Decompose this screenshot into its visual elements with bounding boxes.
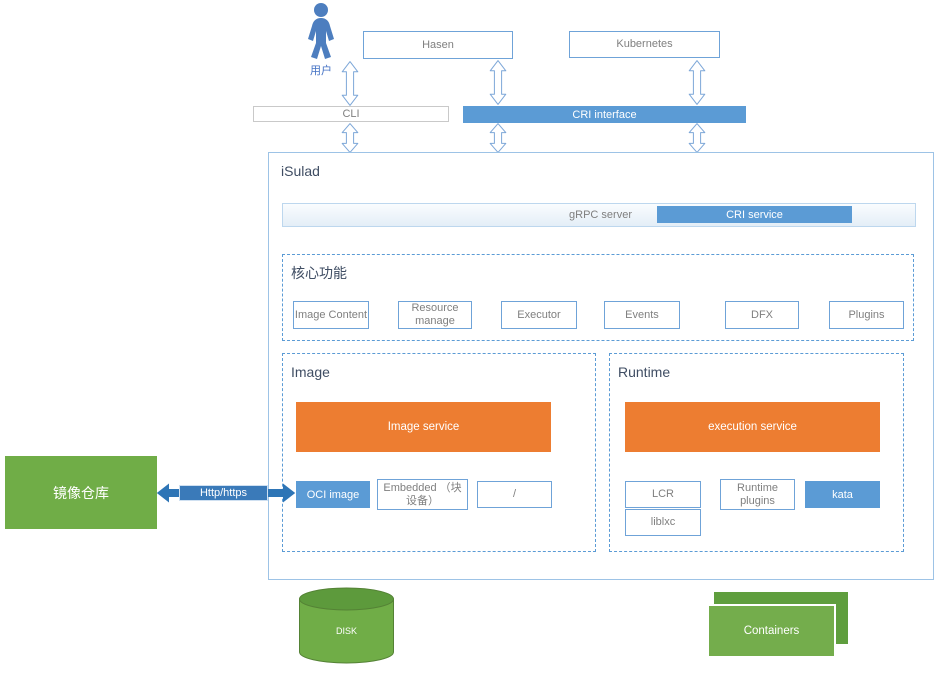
image-section: Image Image service OCI image Embedded （… <box>282 353 596 552</box>
image-service-box: Image service <box>296 402 551 452</box>
user-icon <box>308 3 334 59</box>
isulad-title: iSulad <box>281 163 320 179</box>
image-registry-box: 镜像仓库 <box>5 456 157 529</box>
core-item-events: Events <box>604 301 680 329</box>
bidirectional-arrow-icon <box>489 123 507 153</box>
bidirectional-arrow-icon <box>341 123 359 153</box>
bidirectional-arrow-icon <box>688 60 706 105</box>
bidirectional-arrow-icon <box>341 61 359 106</box>
embedded-box: Embedded （块设备） <box>377 479 468 510</box>
lcr-box: LCR <box>625 481 701 508</box>
bidirectional-arrow-icon <box>688 123 706 153</box>
core-item-plugins: Plugins <box>829 301 904 329</box>
cri-service-box: CRI service <box>657 206 852 223</box>
http-link-label: Http/https <box>179 485 268 501</box>
slash-box: / <box>477 481 552 508</box>
core-item-executor: Executor <box>501 301 577 329</box>
client-box-kubernetes: Kubernetes <box>569 31 720 58</box>
core-item-dfx: DFX <box>725 301 799 329</box>
runtime-plugins-box: Runtime plugins <box>720 479 795 510</box>
cri-interface-bar: CRI interface <box>463 106 746 123</box>
grpc-server-bar: gRPC server CRI service <box>282 203 916 227</box>
runtime-section: Runtime execution service LCR Runtime pl… <box>609 353 904 552</box>
core-item-image-content: Image Content <box>293 301 369 329</box>
bidirectional-arrow-icon <box>489 60 507 105</box>
grpc-server-label: gRPC server <box>569 209 632 221</box>
cli-bar: CLI <box>253 106 449 122</box>
core-functions-box: 核心功能 Image Content Resource manage Execu… <box>282 254 914 341</box>
kata-box: kata <box>805 481 880 508</box>
oci-image-box: OCI image <box>296 481 370 508</box>
disk-label: DISK <box>335 626 357 636</box>
liblxc-box: liblxc <box>625 509 701 536</box>
actor-label: 用户 <box>310 65 332 77</box>
image-section-title: Image <box>291 364 330 380</box>
containers-box: Containers <box>707 604 836 658</box>
execution-service-box: execution service <box>625 402 880 452</box>
disk-cylinder-icon <box>299 587 394 664</box>
isulad-container: iSulad gRPC server CRI service 核心功能 Imag… <box>268 152 934 580</box>
core-functions-title: 核心功能 <box>291 265 347 281</box>
runtime-section-title: Runtime <box>618 364 671 380</box>
client-box-hasen: Hasen <box>363 31 513 59</box>
core-item-resource-manage: Resource manage <box>398 301 472 329</box>
